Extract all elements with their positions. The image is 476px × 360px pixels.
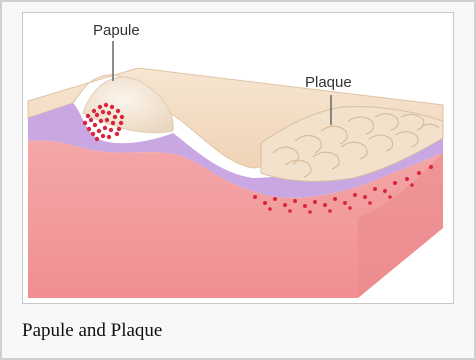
- figure-caption: Papule and Plaque: [22, 320, 162, 342]
- plaque-label: Plaque: [305, 74, 352, 91]
- papule-label: Papule: [93, 22, 140, 39]
- skin-cross-section-diagram: Papule Plaque: [23, 13, 453, 303]
- skin-lesion-illustration: Papule Plaque: [22, 12, 454, 304]
